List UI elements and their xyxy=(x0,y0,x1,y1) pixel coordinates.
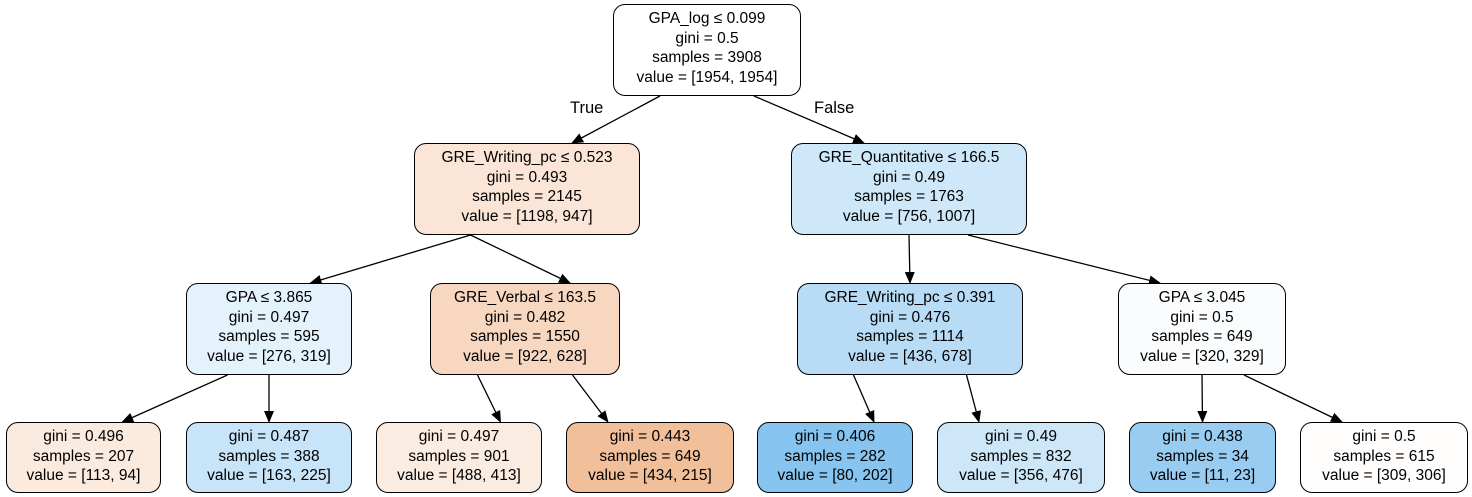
node-text-line: value = [276, 319] xyxy=(207,347,331,365)
leaf-node: gini = 0.49 samples = 832 value = [356, 47… xyxy=(937,422,1105,493)
tree-edge xyxy=(309,234,471,285)
node-text-line: value = [488, 413] xyxy=(397,467,521,484)
node-text-line: gini = 0.438 xyxy=(1162,428,1243,445)
node-text-line: gini = 0.487 xyxy=(228,428,310,445)
split-node: GPA ≤ 3.045 gini = 0.5 samples = 649 value … xyxy=(1118,283,1286,375)
node-text-line: value = [113, 94] xyxy=(26,467,141,484)
node-text-line: gini = 0.493 xyxy=(486,168,568,186)
node-text-line: gini = 0.496 xyxy=(43,428,124,445)
node-text-line: samples = 901 xyxy=(408,447,510,465)
leaf-node: gini = 0.496 samples = 207 value = [113, 9… xyxy=(6,422,161,493)
node-text-line: gini = 0.443 xyxy=(609,428,691,445)
leaf-node: gini = 0.487 samples = 388 value = [163, 2… xyxy=(186,422,352,493)
node-text-line: samples = 832 xyxy=(970,447,1072,465)
tree-edge xyxy=(476,374,502,423)
node-text-line: gini = 0.497 xyxy=(228,308,310,326)
split-node: GRE_Writing_pc ≤ 0.391 gini = 0.476 sample… xyxy=(797,283,1023,375)
node-text-line: samples = 3908 xyxy=(652,49,762,66)
node-text-line: GPA ≤ 3.045 xyxy=(1158,289,1246,306)
node-text-line: samples = 1550 xyxy=(470,328,580,345)
node-text-line: value = [1954, 1954] xyxy=(636,68,778,86)
tree-edge xyxy=(904,234,915,284)
node-text-line: gini = 0.5 xyxy=(1170,308,1234,326)
node-text-line: GPA ≤ 3.865 xyxy=(225,289,313,306)
split-node: GRE_Quantitative ≤ 166.5 gini = 0.49 sampl… xyxy=(791,143,1027,235)
tree-edge xyxy=(965,374,982,423)
split-node: GRE_Writing_pc ≤ 0.523 gini = 0.493 sample… xyxy=(414,143,640,235)
node-text-line: value = [163, 225] xyxy=(207,467,331,484)
tree-edge xyxy=(1197,374,1208,423)
leaf-node: gini = 0.5 samples = 615 value = [309, 306… xyxy=(1300,422,1468,493)
leaf-node: gini = 0.406 samples = 282 value = [80, 20… xyxy=(757,422,913,493)
true-edge-label: True xyxy=(570,99,604,117)
node-text-line: samples = 282 xyxy=(784,447,886,465)
leaf-node: gini = 0.443 samples = 649 value = [434, 2… xyxy=(566,422,734,493)
node-text-line: samples = 2145 xyxy=(472,188,582,205)
tree-edge xyxy=(571,95,661,144)
node-text-line: gini = 0.49 xyxy=(873,168,945,186)
node-text-line: value = [922, 628] xyxy=(463,347,587,365)
node-text-line: value = [309, 306] xyxy=(1322,467,1446,484)
tree-edge xyxy=(967,234,1161,286)
split-node: GRE_Verbal ≤ 163.5 gini = 0.482 samples = … xyxy=(430,283,620,375)
node-text-line: GRE_Quantitative ≤ 166.5 xyxy=(818,149,1000,166)
node-text-line: samples = 388 xyxy=(218,447,320,465)
tree-edge xyxy=(1243,374,1343,423)
node-text-line: samples = 1763 xyxy=(854,188,964,205)
false-edge-label: False xyxy=(814,99,855,117)
node-text-line: gini = 0.406 xyxy=(794,428,876,445)
tree-edge xyxy=(571,374,609,423)
node-text-line: samples = 649 xyxy=(1151,328,1253,345)
split-node: GPA_log ≤ 0.099 gini = 0.5 samples = 3908 v… xyxy=(613,4,801,96)
node-text-line: value = [320, 329] xyxy=(1140,347,1264,365)
node-text-line: gini = 0.497 xyxy=(418,428,500,445)
node-text-line: samples = 207 xyxy=(32,447,135,465)
node-text-line: gini = 0.5 xyxy=(675,29,739,47)
node-text-line: gini = 0.482 xyxy=(484,308,566,326)
node-text-line: GRE_Writing_pc ≤ 0.523 xyxy=(441,149,613,166)
node-text-line: gini = 0.49 xyxy=(985,428,1057,445)
node-text-line: value = [356, 476] xyxy=(959,467,1083,484)
node-text-line: value = [756, 1007] xyxy=(842,207,976,225)
node-text-line: value = [80, 202] xyxy=(777,467,893,484)
node-text-line: GRE_Writing_pc ≤ 0.391 xyxy=(824,289,996,306)
node-text-line: gini = 0.5 xyxy=(1352,428,1416,445)
node-text-line: GPA_log ≤ 0.099 xyxy=(648,10,766,27)
node-text-line: samples = 649 xyxy=(599,447,701,465)
node-text-line: value = [1198, 947] xyxy=(461,207,593,225)
tree-edge xyxy=(121,374,228,423)
node-text-line: samples = 34 xyxy=(1156,447,1249,465)
split-node: GPA ≤ 3.865 gini = 0.497 samples = 595 valu… xyxy=(186,283,352,375)
tree-edge xyxy=(753,95,865,144)
node-text-line: samples = 595 xyxy=(218,328,320,345)
node-text-line: value = [434, 215] xyxy=(588,467,712,484)
node-text-line: value = [436, 678] xyxy=(848,347,972,365)
node-text-line: samples = 1114 xyxy=(856,328,964,345)
node-text-line: GRE_Verbal ≤ 163.5 xyxy=(453,289,597,306)
node-text-line: samples = 615 xyxy=(1333,447,1435,465)
leaf-node: gini = 0.497 samples = 901 value = [488, 4… xyxy=(376,422,542,493)
leaf-node: gini = 0.438 samples = 34 value = [11, 23] xyxy=(1129,422,1276,493)
node-text-line: value = [11, 23] xyxy=(1149,467,1256,484)
tree-edge xyxy=(470,234,571,284)
node-text-line: gini = 0.476 xyxy=(869,308,951,326)
tree-edge xyxy=(852,374,875,423)
